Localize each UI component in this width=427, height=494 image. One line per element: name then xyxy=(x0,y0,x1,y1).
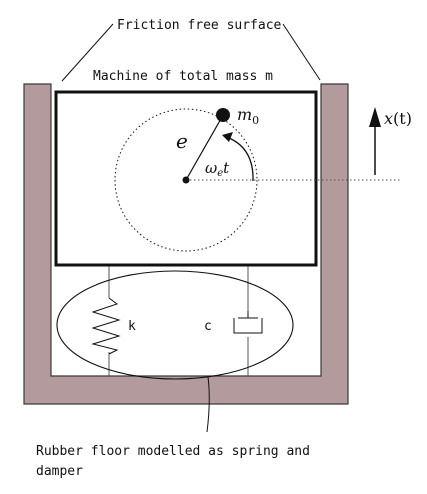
leader-line-left xyxy=(61,23,114,82)
rubber-floor-leader-line xyxy=(206,376,210,433)
container-walls xyxy=(23,83,349,405)
damping-coefficient-label: c xyxy=(204,319,212,334)
unbalanced-mass xyxy=(216,108,230,122)
displacement-label: x(t) xyxy=(384,109,412,128)
unbalanced-mass-label: m0 xyxy=(237,105,259,127)
rotation-path-circle xyxy=(114,108,258,252)
eccentric-arm xyxy=(185,116,223,181)
rubber-floor-label-line1: Rubber floor modelled as spring and xyxy=(36,444,310,459)
spring-constant-label: k xyxy=(128,319,136,334)
damper-cylinder xyxy=(233,318,263,334)
angle-arc-arrowhead xyxy=(222,132,233,142)
angle-label: ωet xyxy=(205,159,230,179)
eccentricity-label: e xyxy=(176,129,188,153)
displacement-arrowhead xyxy=(369,107,381,127)
rubber-floor-ellipse xyxy=(56,270,294,380)
angle-arc xyxy=(228,137,254,182)
spring-zigzag xyxy=(91,297,121,355)
friction-free-surface-label: Friction free surface xyxy=(117,18,282,33)
rubber-floor-label-line2: damper xyxy=(36,464,83,479)
leader-line-right xyxy=(282,23,321,81)
machine-title-label: Machine of total mass m xyxy=(93,69,273,84)
rotation-center xyxy=(182,176,190,184)
